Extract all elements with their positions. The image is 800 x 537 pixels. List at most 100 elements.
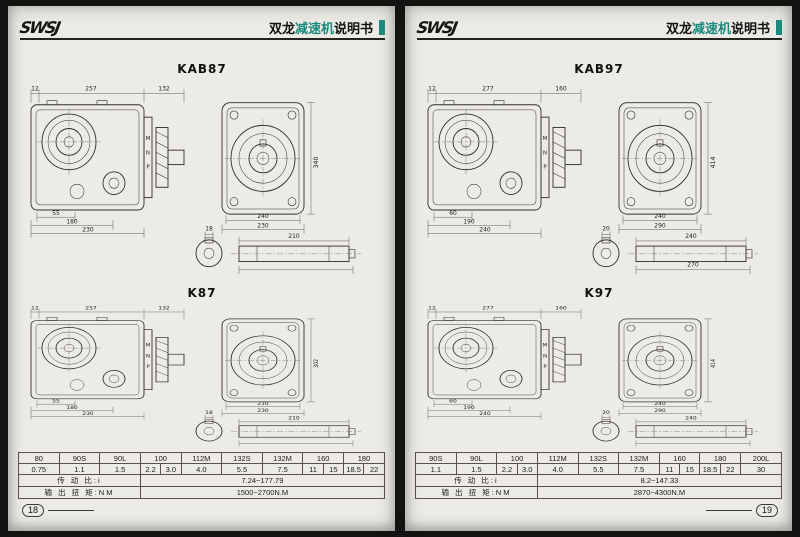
page-number-rule bbox=[705, 510, 752, 511]
drawing-kab87: 12 257 132 55 180 230 M N P 340 240 230 … bbox=[17, 80, 387, 276]
table-cell: 180 bbox=[699, 452, 741, 464]
dim-letter-n: N bbox=[146, 150, 150, 156]
page-header: SWSJ 双龙 减速机 说明书 bbox=[18, 16, 385, 40]
table-cell: 3.0 bbox=[160, 463, 182, 475]
drawing-k87: 12 257 132 55 180 230 M N P 302 210 230 … bbox=[17, 302, 387, 448]
dim-letter-m: M bbox=[543, 343, 548, 348]
dimension-labels: 12 257 132 55 180 230 M N P 302 210 230 … bbox=[31, 306, 320, 421]
dim-top1: 12 bbox=[31, 85, 39, 92]
dimension-lines bbox=[427, 89, 751, 274]
table-cell: 1.1 bbox=[58, 463, 101, 475]
table-cell: 7.5 bbox=[618, 463, 660, 475]
table-cell: 传 动 比:i bbox=[18, 474, 141, 487]
gearbox-technical-drawing: 12 277 160 60 190 240 M N P 414 240 290 … bbox=[427, 85, 758, 274]
dim-top3: 160 bbox=[555, 306, 567, 311]
table-cell: 11 bbox=[658, 463, 681, 475]
table-cell: 90L bbox=[99, 452, 141, 464]
teal-accent-block bbox=[776, 19, 782, 35]
dim-bot2: 180 bbox=[66, 405, 78, 410]
dim-letter-m: M bbox=[146, 343, 151, 348]
dim-bot2: 190 bbox=[463, 405, 475, 410]
dimension-lines bbox=[30, 89, 354, 274]
dim-shaft-length: 240 bbox=[685, 416, 697, 421]
dim-letter-n: N bbox=[543, 354, 547, 359]
side-view bbox=[427, 100, 582, 211]
dim-top3: 132 bbox=[158, 306, 169, 311]
dimension-labels: 12 277 160 60 190 240 M N P 414 240 290 … bbox=[428, 306, 717, 421]
section-title-kab97: KAB97 bbox=[574, 62, 624, 76]
table-cell: 180 bbox=[343, 452, 385, 464]
table-cell: 2.2 bbox=[139, 463, 162, 475]
table-cell: 22 bbox=[363, 463, 385, 475]
table-cell: 112M bbox=[180, 452, 223, 464]
table-cell: 132S bbox=[577, 452, 620, 464]
table-cell: 5.5 bbox=[221, 463, 263, 475]
table-cell: 输 出 扭 矩:NM bbox=[18, 486, 141, 499]
table-cell: 1.1 bbox=[415, 463, 457, 475]
teal-accent-block bbox=[379, 19, 385, 35]
table-cell: 90S bbox=[58, 452, 101, 464]
dimension-lines bbox=[427, 308, 751, 447]
dim-top2: 257 bbox=[85, 306, 96, 311]
shaft-detail bbox=[195, 237, 356, 268]
dim-bot2: 180 bbox=[66, 218, 78, 225]
dimension-labels: 12 277 160 60 190 240 M N P 414 240 290 … bbox=[428, 85, 717, 269]
dim-top1: 12 bbox=[428, 306, 436, 311]
dim-shaft-length: 240 bbox=[685, 233, 697, 240]
dim-top2: 257 bbox=[85, 85, 97, 92]
table-cell: 18.5 bbox=[342, 463, 365, 475]
dim-letter-p: P bbox=[146, 165, 150, 171]
shaft-detail bbox=[592, 419, 753, 442]
title-part-black: 双龙 bbox=[268, 21, 295, 37]
page-number-box: 18 bbox=[22, 504, 45, 517]
page-number: 19 bbox=[705, 504, 778, 517]
page-number-box: 19 bbox=[755, 504, 778, 517]
dim-top2: 277 bbox=[482, 85, 494, 92]
brand-logo: SWSJ bbox=[415, 17, 458, 37]
page-header: SWSJ 双龙 减速机 说明书 bbox=[415, 16, 782, 40]
dim-shaft-length: 210 bbox=[288, 233, 300, 240]
table-cell: 80 bbox=[18, 452, 60, 464]
table-cell: 2870~4300N.M bbox=[536, 486, 783, 499]
manual-title: 双龙 减速机 说明书 bbox=[269, 18, 385, 37]
centerlines bbox=[37, 323, 361, 432]
manual-title: 双龙 减速机 说明书 bbox=[666, 18, 782, 37]
dim-shaft-key: 20 bbox=[602, 226, 610, 233]
page-number: 18 bbox=[22, 504, 95, 517]
page-19: SWSJ 双龙 减速机 说明书 KAB97 bbox=[405, 6, 792, 531]
side-view bbox=[427, 317, 582, 400]
centerlines bbox=[37, 108, 361, 255]
table-cell: 5.5 bbox=[577, 463, 620, 475]
dimension-lines bbox=[30, 308, 354, 447]
dim-flange-width2: 230 bbox=[257, 408, 269, 413]
table-cell: 90L bbox=[455, 452, 498, 464]
gearbox-technical-drawing: 12 257 132 55 180 230 M N P 340 240 230 … bbox=[30, 85, 361, 274]
table-cell: 15 bbox=[679, 463, 701, 475]
table-cell: 1.5 bbox=[99, 463, 141, 475]
dim-letter-m: M bbox=[146, 136, 151, 142]
centerlines bbox=[434, 323, 758, 432]
table-cell: 132S bbox=[221, 452, 263, 464]
dim-flange-width1: 210 bbox=[257, 402, 269, 407]
dim-top1: 12 bbox=[428, 85, 436, 92]
table-cell: 1.5 bbox=[455, 463, 498, 475]
table-cell: 18.5 bbox=[699, 463, 721, 475]
section-title-k97: K97 bbox=[584, 286, 614, 300]
dim-letter-n: N bbox=[543, 150, 547, 156]
dim-bot1: 60 bbox=[449, 210, 457, 217]
dim-shaft-key: 18 bbox=[205, 411, 213, 416]
table-cell: 100 bbox=[139, 452, 182, 464]
table-cell: 4.0 bbox=[536, 463, 579, 475]
dim-bot1: 55 bbox=[52, 399, 60, 404]
dim-bot3: 240 bbox=[479, 227, 491, 234]
section-title-k87: K87 bbox=[187, 286, 217, 300]
table-cell: 100 bbox=[496, 452, 538, 464]
